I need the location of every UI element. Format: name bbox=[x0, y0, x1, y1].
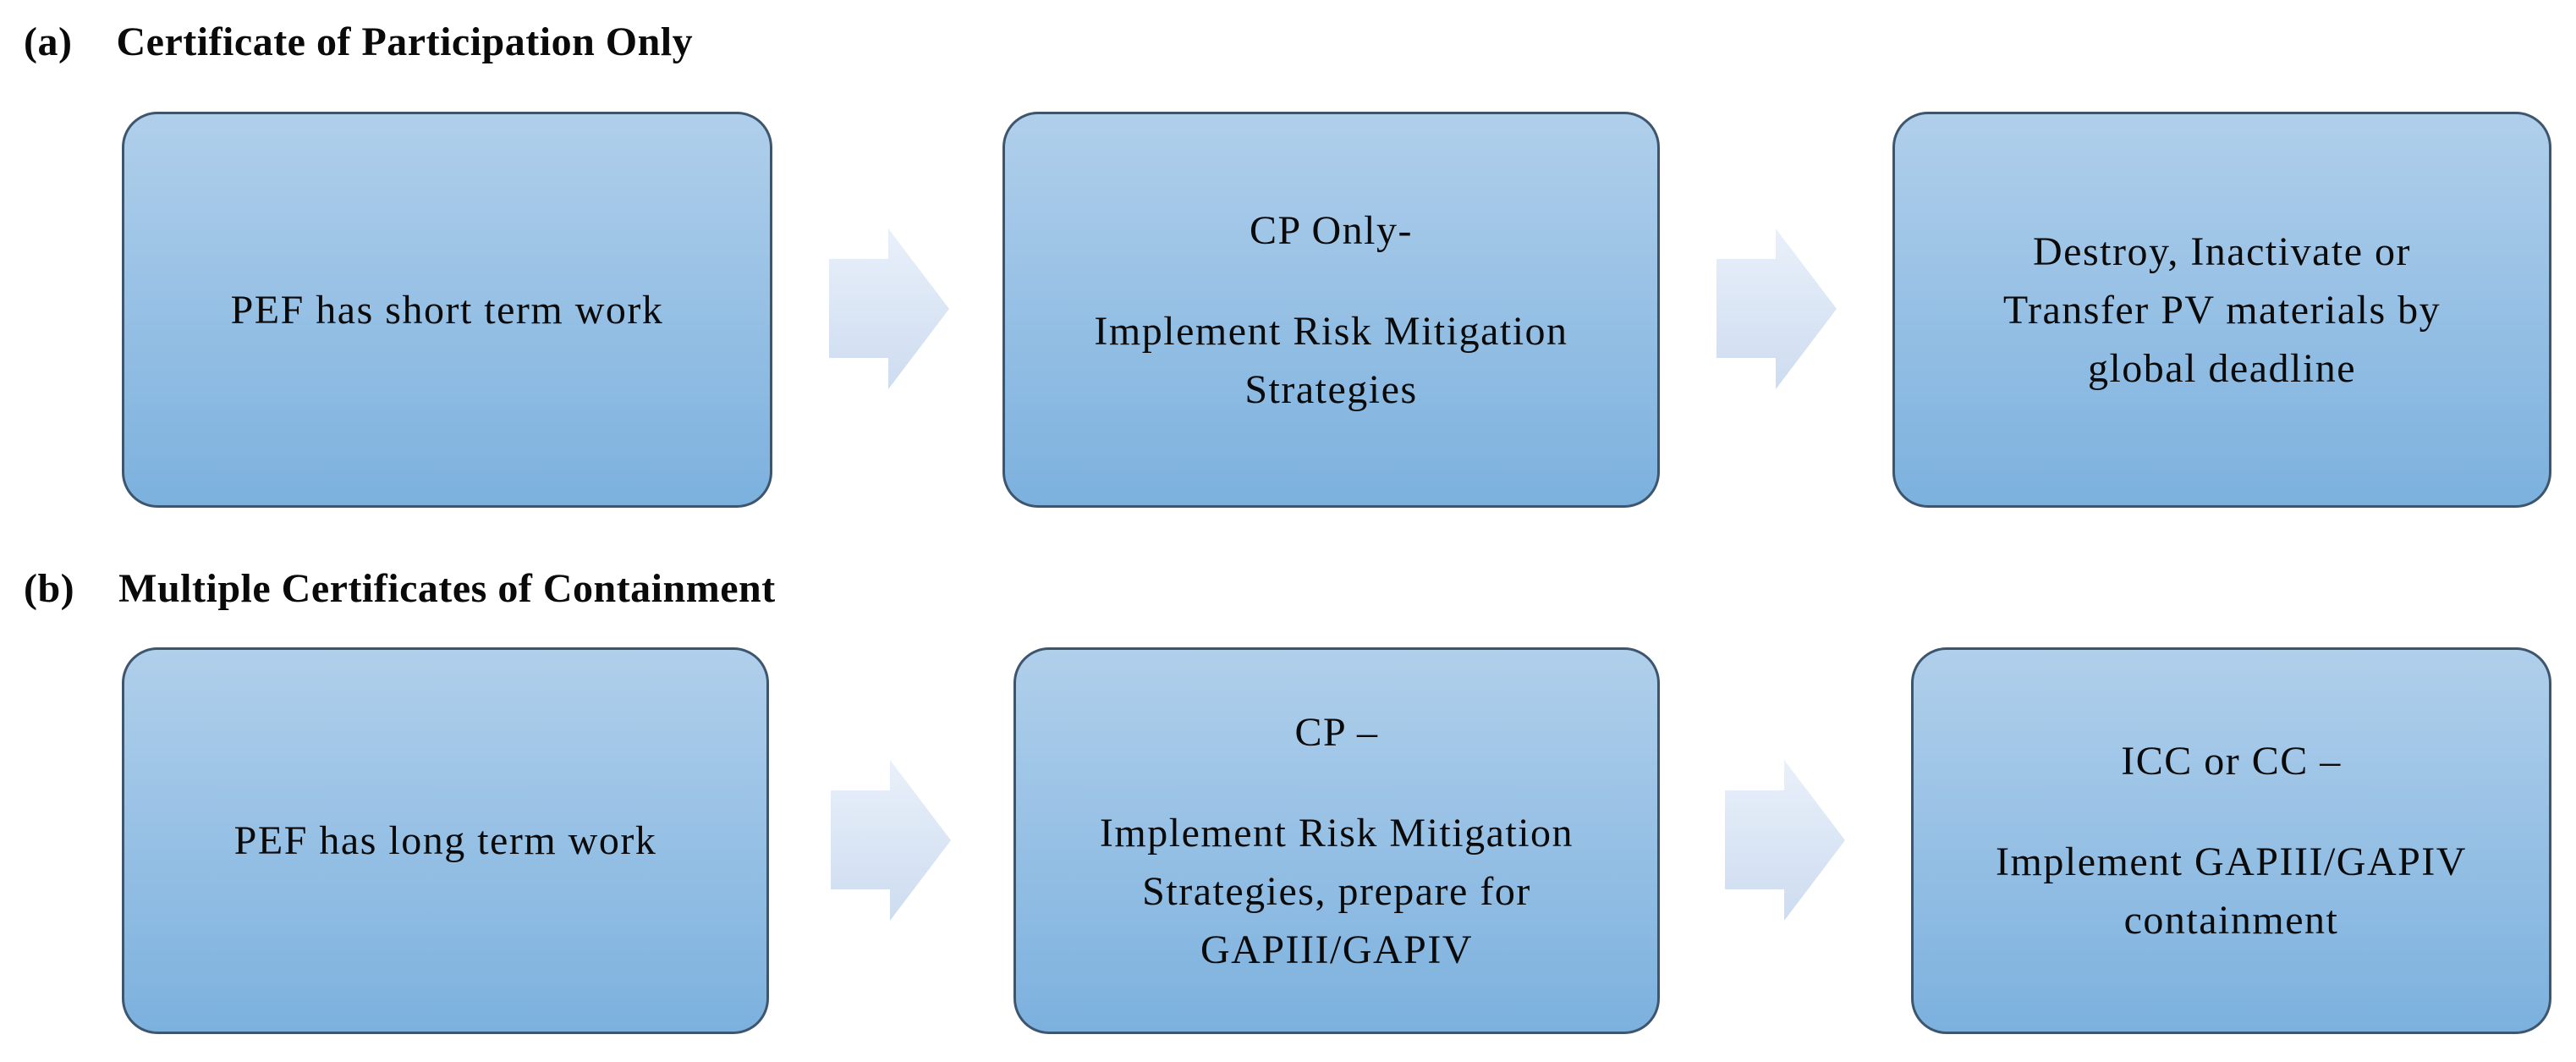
flow-box-title: CP Only- bbox=[1250, 207, 1413, 253]
flow-box-text: Implement Risk Mitigation Strategies bbox=[1094, 308, 1568, 412]
section-b-label: (b) bbox=[24, 566, 75, 611]
flow-box-a2-cp-only: CP Only- Implement Risk Mitigation Strat… bbox=[1002, 112, 1660, 508]
section-a-heading: (a) Certificate of Participation Only bbox=[24, 19, 693, 65]
flow-box-text: PEF has long term work bbox=[233, 818, 657, 863]
flow-box-a1-pef-short-term: PEF has short term work bbox=[122, 112, 772, 508]
flow-box-title: CP – bbox=[1294, 709, 1379, 755]
flow-box-b1-pef-long-term: PEF has long term work bbox=[122, 647, 769, 1034]
right-arrow-icon bbox=[1725, 760, 1845, 921]
right-arrow-icon bbox=[1716, 228, 1837, 389]
section-b-heading: (b) Multiple Certificates of Containment bbox=[24, 565, 776, 612]
flow-box-text: Implement Risk Mitigation Strategies, pr… bbox=[1099, 810, 1574, 972]
flow-box-text: Implement GAPIII/GAPIV containment bbox=[1996, 839, 2467, 943]
flow-box-title: ICC or CC – bbox=[2121, 739, 2342, 784]
section-a-title: Certificate of Participation Only bbox=[116, 19, 694, 64]
flow-box-text: Destroy, Inactivate or Transfer PV mater… bbox=[2002, 228, 2441, 391]
flow-box-b2-cp: CP – Implement Risk Mitigation Strategie… bbox=[1013, 647, 1660, 1034]
flow-box-b3-icc-or-cc: ICC or CC – Implement GAPIII/GAPIV conta… bbox=[1911, 647, 2551, 1034]
section-a-label: (a) bbox=[24, 19, 73, 64]
right-arrow-icon bbox=[831, 760, 951, 921]
section-b-title: Multiple Certificates of Containment bbox=[118, 566, 776, 611]
right-arrow-icon bbox=[829, 228, 949, 389]
flow-box-a3-destroy-inactivate-transfer: Destroy, Inactivate or Transfer PV mater… bbox=[1892, 112, 2551, 508]
flow-box-text: PEF has short term work bbox=[230, 287, 664, 333]
